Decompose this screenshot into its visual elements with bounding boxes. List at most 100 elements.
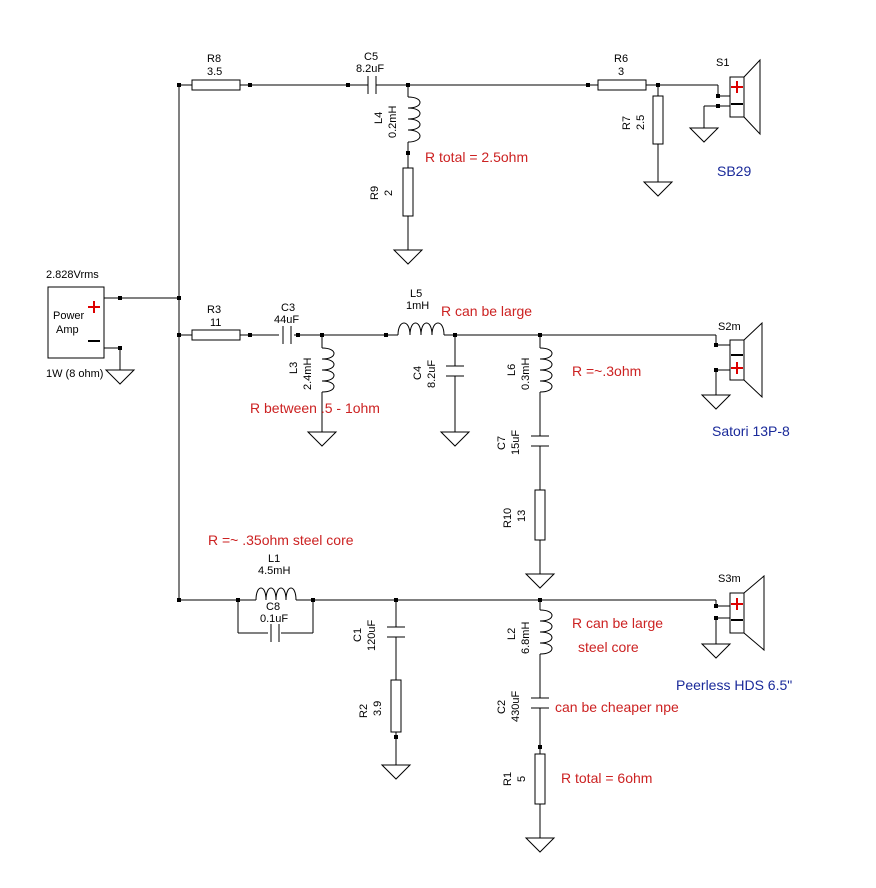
c5-ref: C5 xyxy=(364,51,378,63)
c4-ref: C4 xyxy=(412,366,424,380)
wires xyxy=(104,83,730,838)
r3-value: 11 xyxy=(210,317,221,329)
resistor-r10: R10 13 xyxy=(502,489,546,541)
r2-ref: R2 xyxy=(358,704,370,718)
c5-value: 8.2uF xyxy=(356,63,384,75)
junction-dots xyxy=(118,83,720,749)
s2-model: Satori 13P-8 xyxy=(712,423,790,439)
ground-icon xyxy=(306,431,338,447)
r2-value: 3.9 xyxy=(372,701,384,716)
c2-ref: C2 xyxy=(496,700,508,714)
inductor-l4: L4 0.2mH xyxy=(373,96,421,143)
r6-ref: R6 xyxy=(614,53,628,65)
capacitor-c5: C5 8.2uF xyxy=(356,51,384,94)
source-power: 1W (8 ohm) xyxy=(46,368,103,380)
capacitor-c3: C3 44uF xyxy=(274,302,299,344)
ground-icon xyxy=(700,394,732,410)
c3-ref: C3 xyxy=(281,302,295,314)
l4-ref: L4 xyxy=(373,112,385,124)
note-tweeter-rtotal: R total = 2.5ohm xyxy=(425,149,528,165)
r10-value: 13 xyxy=(516,510,528,522)
power-amp-label-1: Power xyxy=(53,310,85,322)
capacitor-c4: C4 8.2uF xyxy=(412,360,464,388)
inductor-l6: L6 0.3mH xyxy=(506,347,553,393)
r7-ref: R7 xyxy=(621,116,633,130)
inductor-l2: L2 6.8mH xyxy=(506,609,553,655)
resistor-r2: R2 3.9 xyxy=(358,679,402,733)
capacitor-c7: C7 15uF xyxy=(496,430,549,455)
s2-ref: S2m xyxy=(718,321,741,333)
ground-symbols xyxy=(104,127,732,853)
l3-value: 2.4mH xyxy=(302,358,314,390)
c8-value: 0.1uF xyxy=(260,613,288,625)
c3-value: 44uF xyxy=(274,314,299,326)
l3-ref: L3 xyxy=(288,362,300,374)
resistor-r3: R3 11 xyxy=(191,304,241,341)
r10-ref: R10 xyxy=(502,508,514,528)
ground-icon xyxy=(380,764,412,780)
source-voltage: 2.828Vrms xyxy=(46,269,99,281)
ground-icon xyxy=(700,643,732,659)
annotations: R total = 2.5ohm R can be large R betwee… xyxy=(208,149,679,786)
ground-icon xyxy=(104,369,136,385)
l4-value: 0.2mH xyxy=(387,106,399,138)
note-l2-1: R can be large xyxy=(572,615,663,631)
capacitor-c2: C2 430uF xyxy=(496,691,549,722)
inductor-l5: L5 1mH xyxy=(397,288,445,336)
resistor-r8: R8 3.5 xyxy=(191,53,241,91)
r8-value: 3.5 xyxy=(207,66,222,78)
r9-ref: R9 xyxy=(369,186,381,200)
note-l6: R =~.3ohm xyxy=(572,363,641,379)
l5-ref: L5 xyxy=(410,288,422,300)
l6-value: 0.3mH xyxy=(520,358,532,390)
r9-value: 2 xyxy=(383,190,395,196)
s1-ref: S1 xyxy=(716,57,729,69)
speaker-s3: S3m Peerless HDS 6.5" xyxy=(676,573,792,693)
inductor-l3: L3 2.4mH xyxy=(288,347,335,393)
inductor-l1: L1 4.5mH xyxy=(255,553,297,601)
r3-ref: R3 xyxy=(207,304,221,316)
c7-ref: C7 xyxy=(496,436,508,450)
l1-ref: L1 xyxy=(268,553,280,565)
c1-value: 120uF xyxy=(366,620,378,651)
ground-icon xyxy=(392,249,424,265)
r7-value: 2.5 xyxy=(635,115,647,130)
speaker-s2: S2m Satori 13P-8 xyxy=(712,321,790,439)
l2-ref: L2 xyxy=(506,628,518,640)
note-l3: R between .5 - 1ohm xyxy=(250,400,380,416)
c4-value: 8.2uF xyxy=(426,360,438,388)
c8-ref: C8 xyxy=(266,601,280,613)
note-c2: can be cheaper npe xyxy=(555,699,679,715)
speaker-s1: S1 SB29 xyxy=(716,57,761,179)
l2-value: 6.8mH xyxy=(520,622,532,654)
note-l2-2: steel core xyxy=(578,639,639,655)
c2-value: 430uF xyxy=(510,691,522,722)
r1-value: 5 xyxy=(516,776,528,782)
note-l5: R can be large xyxy=(441,303,532,319)
l6-ref: L6 xyxy=(506,364,518,376)
ground-icon xyxy=(439,431,471,447)
r1-ref: R1 xyxy=(502,772,514,786)
resistor-r9: R9 2 xyxy=(369,167,414,217)
ground-icon xyxy=(642,181,674,197)
ground-icon xyxy=(524,837,556,853)
c7-value: 15uF xyxy=(510,430,522,455)
note-l1: R =~ .35ohm steel core xyxy=(208,532,354,548)
power-amp: Power Amp 2.828Vrms 1W (8 ohm) xyxy=(46,269,105,380)
note-woofer-rtotal: R total = 6ohm xyxy=(561,770,652,786)
capacitor-c8: C8 0.1uF xyxy=(260,601,288,642)
l5-value: 1mH xyxy=(406,300,429,312)
power-amp-label-2: Amp xyxy=(56,324,79,336)
s3-ref: S3m xyxy=(718,573,741,585)
capacitor-c1: C1 120uF xyxy=(352,620,405,651)
resistor-r6: R6 3 xyxy=(597,53,647,91)
resistor-r1: R1 5 xyxy=(502,753,546,805)
l1-value: 4.5mH xyxy=(258,565,290,577)
s1-model: SB29 xyxy=(717,163,751,179)
r6-value: 3 xyxy=(618,66,624,78)
s3-model: Peerless HDS 6.5" xyxy=(676,677,792,693)
ground-icon xyxy=(524,573,556,589)
resistor-r7: R7 2.5 xyxy=(621,95,664,145)
r8-ref: R8 xyxy=(207,53,221,65)
